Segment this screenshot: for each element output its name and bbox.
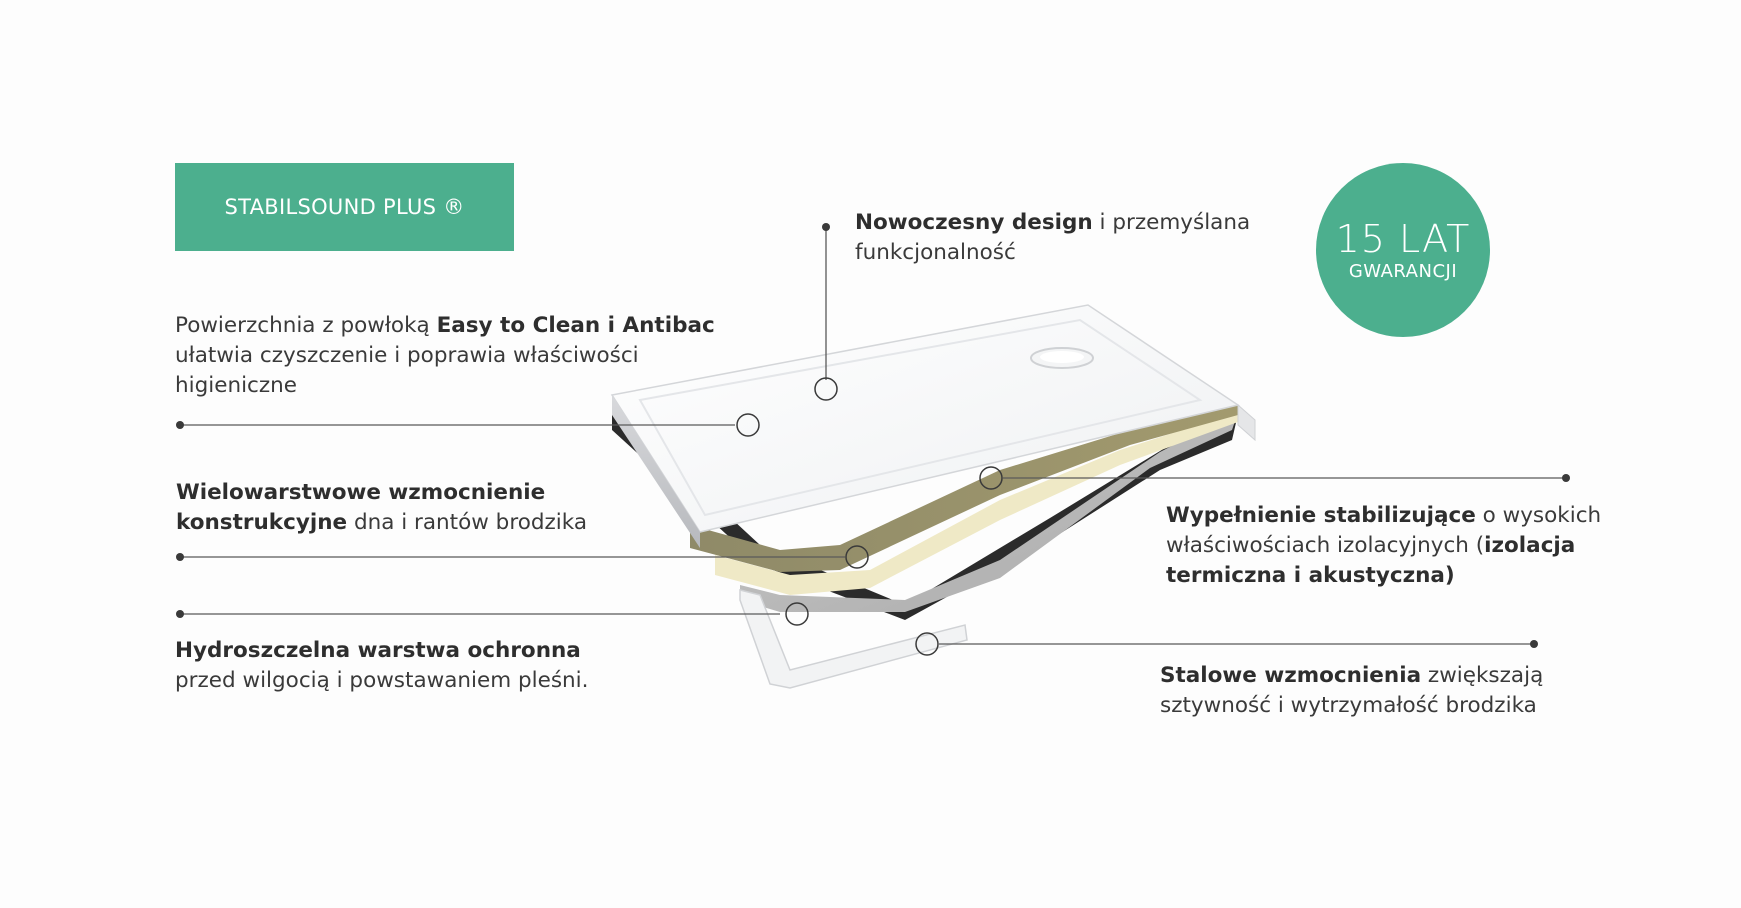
filling-rest: o wysokich <box>1475 503 1602 528</box>
surface-bold: Easy to Clean i Antibac <box>436 313 715 338</box>
guarantee-badge: 15 LAT GWARANCJI <box>1316 163 1490 337</box>
callout-steel: Stalowe wzmocnienia zwiększają sztywność… <box>1160 661 1543 721</box>
waterproof-bold: Hydroszczelna warstwa ochronna <box>175 638 581 663</box>
filling-bold2: izolacja <box>1484 533 1576 558</box>
filling-bold: Wypełnienie stabilizujące <box>1166 503 1476 528</box>
product-name: STABILSOUND PLUS ® <box>224 195 465 219</box>
callout-filling: Wypełnienie stabilizujące o wysokich wła… <box>1166 501 1601 591</box>
design-line2: funkcjonalność <box>855 240 1016 265</box>
guarantee-years: 15 LAT <box>1335 217 1471 261</box>
surface-line2: ułatwia czyszczenie i poprawia właściwoś… <box>175 343 639 368</box>
hotspot-markers <box>736 377 1003 656</box>
callout-reinforcement: Wielowarstwowe wzmocnienie konstrukcyjne… <box>176 478 587 538</box>
steel-bold: Stalowe wzmocnienia <box>1160 663 1422 688</box>
callout-waterproof: Hydroszczelna warstwa ochronna przed wil… <box>175 636 588 696</box>
callout-design: Nowoczesny design i przemyślana funkcjon… <box>855 208 1250 268</box>
callout-surface: Powierzchnia z powłoką Easy to Clean i A… <box>175 311 715 401</box>
guarantee-label: GWARANCJI <box>1348 261 1458 282</box>
leader-lines <box>180 227 1566 645</box>
reinforcement-bold2: konstrukcyjne <box>176 510 348 535</box>
steel-line2: sztywność i wytrzymałość brodzika <box>1160 693 1537 718</box>
reinforcement-bold1: Wielowarstwowe wzmocnienie <box>176 480 546 505</box>
design-rest: i przemyślana <box>1092 210 1251 235</box>
design-bold: Nowoczesny design <box>855 210 1093 235</box>
surface-line3: higieniczne <box>175 373 298 398</box>
filling-bold3: termiczna i akustyczna) <box>1166 563 1455 588</box>
drain-icon <box>1030 347 1094 369</box>
steel-rest: zwiększają <box>1421 663 1544 688</box>
leader-dots <box>176 223 1570 648</box>
reinforcement-rest: dna i rantów brodzika <box>347 510 588 535</box>
cream-filling-layer <box>715 412 1238 595</box>
filling-line2: właściwościach izolacyjnych ( <box>1166 533 1485 558</box>
steel-profile <box>739 403 1256 689</box>
olive-reinforcement-layer <box>690 405 1238 572</box>
surface-pre: Powierzchnia z powłoką <box>175 313 437 338</box>
waterproof-line2: przed wilgocią i powstawaniem pleśni. <box>175 668 589 693</box>
grey-protective-layer <box>740 412 1238 612</box>
product-name-badge: STABILSOUND PLUS ® <box>175 163 514 251</box>
